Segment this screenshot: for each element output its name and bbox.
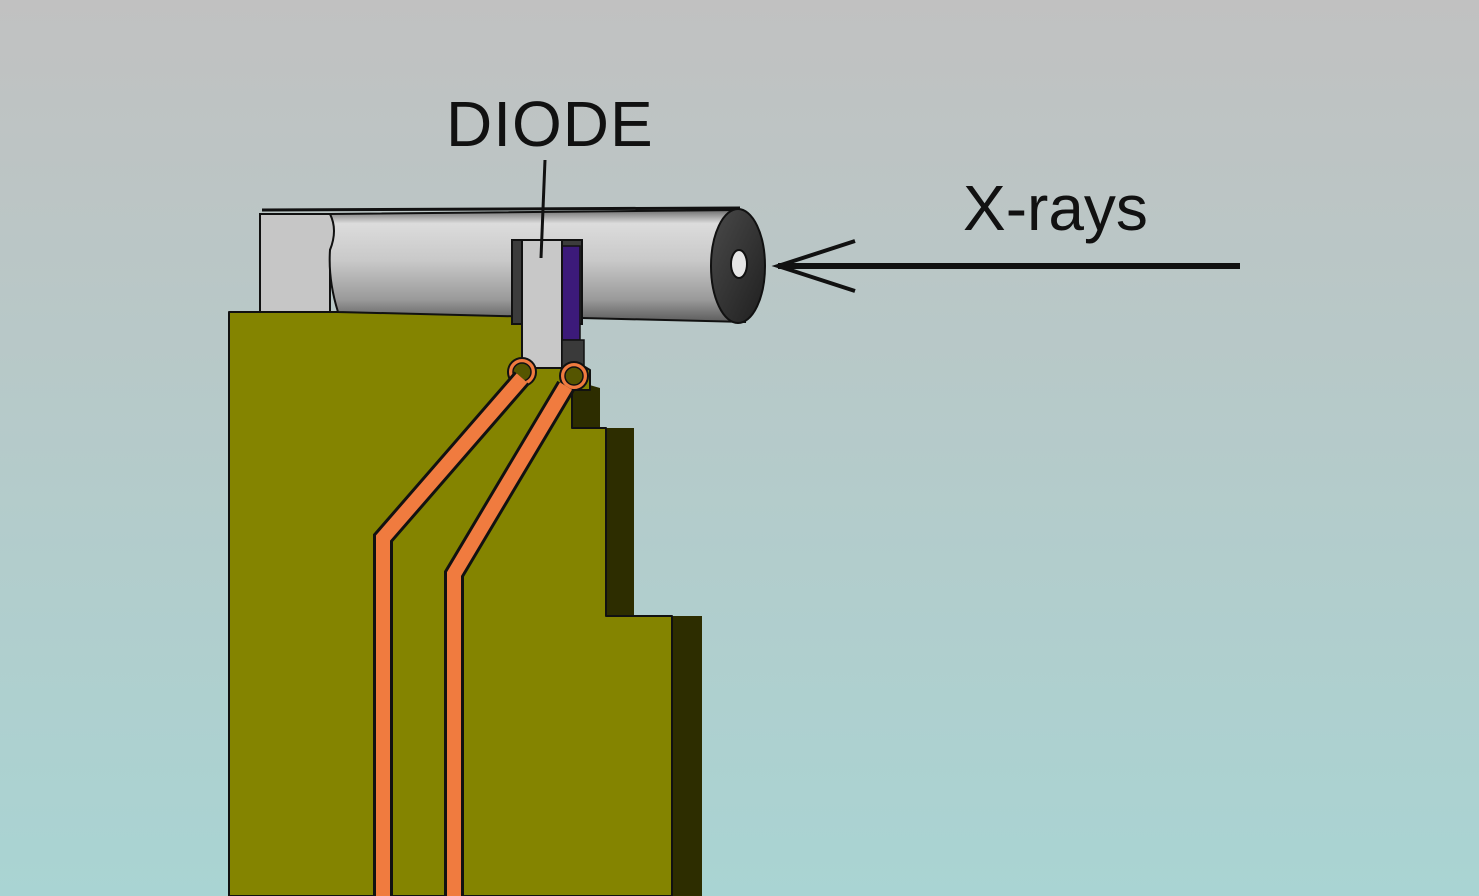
xray-arrow-head (771, 239, 856, 293)
solder-pad-right-hole (564, 366, 584, 386)
diode-body (521, 239, 563, 369)
diode-label: DIODE (446, 88, 654, 160)
diode-leader-line (539, 159, 547, 259)
cylinder-top-edge (261, 206, 741, 212)
xrays-label: X-rays (963, 172, 1148, 244)
trace-right (447, 382, 573, 896)
cylinder-aperture (730, 249, 748, 279)
diode-sensor (561, 245, 581, 341)
board-side-face (572, 380, 702, 896)
trace-left (376, 373, 528, 896)
